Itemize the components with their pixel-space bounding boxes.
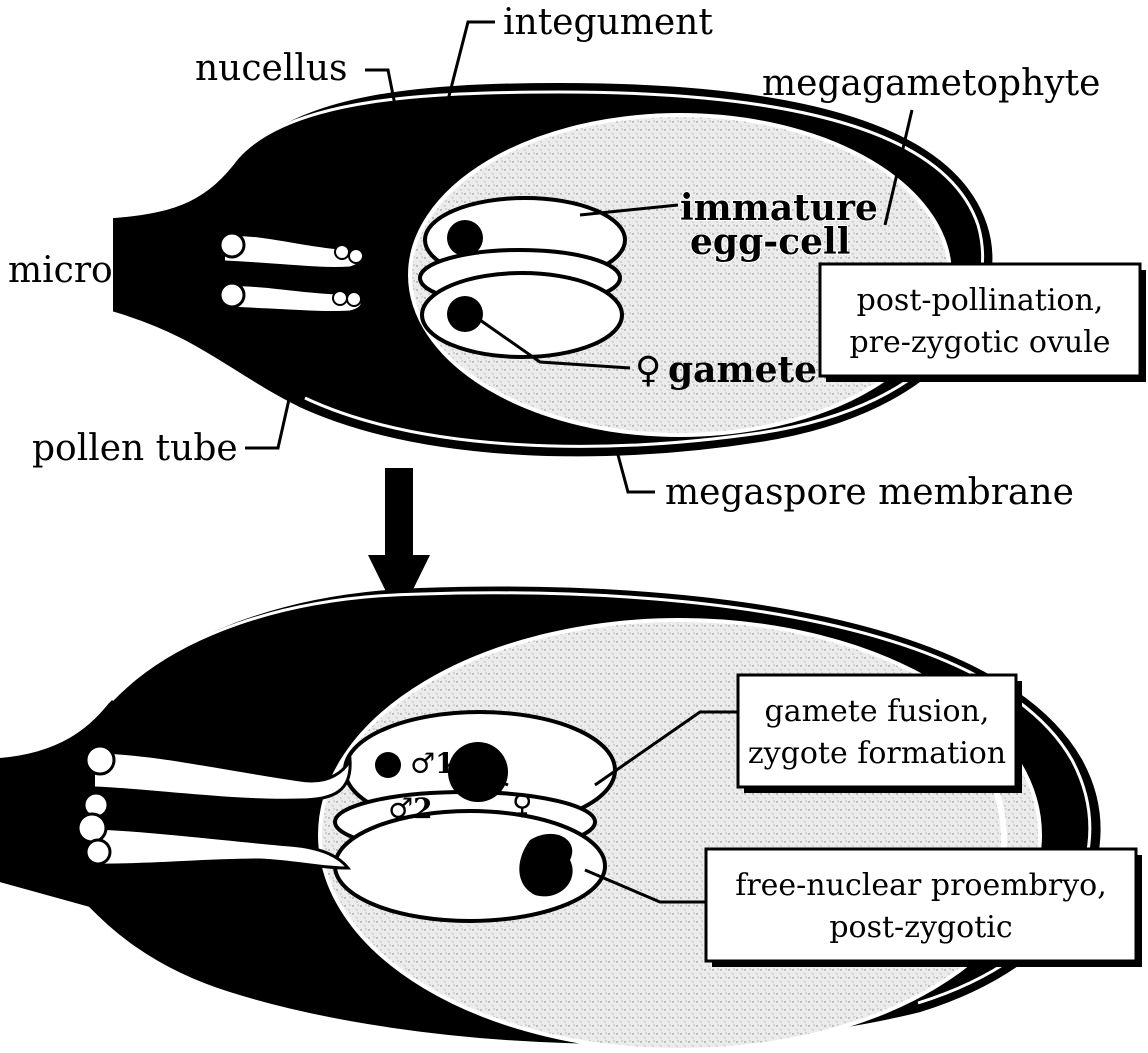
label-micropyle: micropyle [8, 250, 189, 291]
box-proembryo-line2: post-zygotic [829, 910, 1012, 945]
box-pre-zygotic-line1: post-pollination, [857, 283, 1104, 318]
box-pre-zygotic-line2: pre-zygotic ovule [849, 325, 1110, 360]
box-fusion-line2: zygote formation [748, 736, 1006, 771]
top-nucleus-lower [447, 296, 483, 332]
box-fusion-line1: gamete fusion, [765, 694, 990, 729]
label-nucellus: nucellus [195, 48, 348, 89]
label-integument: integument [503, 2, 713, 43]
label-male-1: ♂1 [410, 747, 455, 780]
bottom-zygote-nucleus [448, 742, 508, 802]
label-egg-cell: egg-cell [690, 221, 850, 263]
bottom-ovule [0, 589, 1099, 1050]
box-pre-zygotic: post-pollination, pre-zygotic ovule [820, 264, 1146, 382]
label-male-2: ♂2 [388, 792, 433, 825]
label-megagametophyte: megagametophyte [762, 63, 1100, 104]
label-female-bottom: ♀ [512, 788, 532, 821]
bottom-male2-nucleus [375, 752, 401, 778]
box-proembryo-line1: free-nuclear proembryo, [735, 868, 1107, 903]
female-symbol-top: ♀ [635, 349, 661, 391]
box-proembryo: free-nuclear proembryo, post-zygotic [706, 849, 1142, 967]
label-megaspore-membrane: megaspore membrane [665, 472, 1074, 513]
label-gamete: gamete [668, 349, 817, 391]
label-pollen-tube: pollen tube [32, 428, 238, 469]
top-nucleus-upper [447, 220, 483, 256]
box-fusion: gamete fusion, zygote formation [738, 675, 1022, 793]
